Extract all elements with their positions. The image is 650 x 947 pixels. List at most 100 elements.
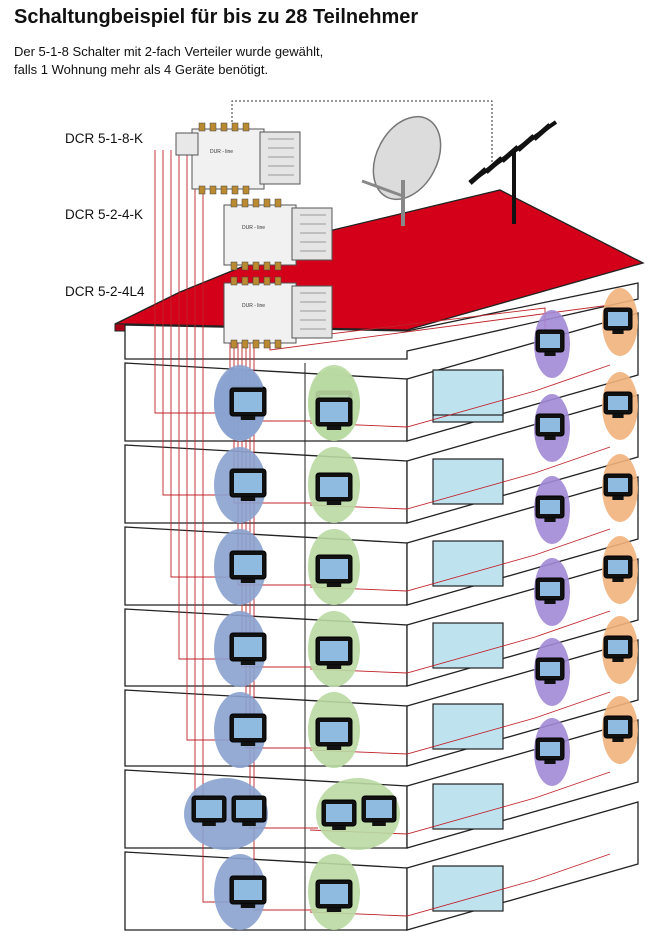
splitter [175, 132, 199, 156]
switch-output-port [242, 185, 250, 195]
switch-label-dcr-524k: DCR 5-2-4-K [65, 207, 144, 222]
tv-stand [326, 908, 342, 912]
tv-orange-2 [603, 391, 633, 418]
roof-edge [114, 323, 126, 332]
tv-stand [612, 578, 624, 582]
tv-stand [544, 352, 556, 356]
switch-input-port [220, 122, 228, 132]
cable-left-1 [154, 150, 230, 414]
tv-left-floor-5 [229, 713, 267, 746]
switch-output-port [209, 185, 217, 195]
tv-purple-6 [535, 737, 565, 764]
switch-input-port [274, 276, 282, 286]
tv-stand [326, 501, 342, 505]
switch-body [223, 282, 297, 344]
switch-output-port [198, 185, 206, 195]
switch-cover [291, 207, 333, 261]
switch-input-port [263, 276, 271, 286]
tv-stand [612, 738, 624, 742]
switch-input-port [230, 198, 238, 208]
tv-left-b-floor-6 [231, 795, 267, 826]
tv-stand [240, 742, 256, 746]
tv-stand [240, 416, 256, 420]
switch-output-port [252, 339, 260, 349]
tv-screen [320, 559, 348, 579]
switch-output-port [274, 339, 282, 349]
tv-stand [240, 904, 256, 908]
tv-center-floor-4 [315, 636, 353, 669]
tv-stand [242, 822, 256, 826]
tv-screen [234, 637, 262, 657]
tv-center-floor-3 [315, 554, 353, 587]
switch-output-port [263, 339, 271, 349]
switch-input-port [274, 198, 282, 208]
window-top [432, 369, 504, 416]
tv-stand [544, 680, 556, 684]
cable-side-3 [309, 528, 611, 592]
tv-screen [540, 582, 560, 596]
switch-output-port [231, 185, 239, 195]
tv-screen [540, 334, 560, 348]
tv-stand [612, 414, 624, 418]
switch-input-port [263, 198, 271, 208]
tv-purple-1 [535, 329, 565, 356]
switch-input-port [230, 276, 238, 286]
switch-output-port [252, 261, 260, 271]
tv-orange-3 [603, 473, 633, 500]
tv-screen [320, 402, 348, 422]
satellite-dish [372, 115, 442, 201]
tv-screen [608, 640, 628, 654]
tv-orange-4 [603, 555, 633, 582]
tv-left-a-floor-6 [191, 795, 227, 826]
tv-stand [544, 760, 556, 764]
tv-screen [236, 800, 262, 818]
antenna-element-5 [532, 123, 552, 141]
tv-left-floor-3 [229, 550, 267, 583]
tv-screen [320, 477, 348, 497]
tv-screen [234, 880, 262, 900]
window-2 [432, 458, 504, 505]
switch-input-port [252, 198, 260, 208]
tv-orange-5 [603, 635, 633, 662]
description-line-2: falls 1 Wohnung mehr als 4 Geräte benöti… [14, 62, 269, 77]
switch-output-port [263, 261, 271, 271]
switch-dcr-524l4: DUR - line [223, 276, 333, 349]
tv-purple-2 [535, 413, 565, 440]
tv-stand [240, 661, 256, 665]
tv-screen [234, 555, 262, 575]
cable-left-3 [170, 150, 230, 578]
window-7 [432, 865, 504, 912]
tv-screen [196, 800, 222, 818]
tv-screen [608, 478, 628, 492]
antenna-element-3 [500, 145, 520, 163]
switch-dcr-524k: DUR - line [223, 198, 333, 271]
tv-center-floor-2 [315, 472, 353, 505]
switch-cover [259, 131, 301, 185]
switch-input-port [209, 122, 217, 132]
switch-input-port [231, 122, 239, 132]
brand-text: DUR - line [242, 225, 265, 231]
switch-body [191, 128, 265, 190]
tv-screen [366, 800, 392, 818]
brand-text: DUR - line [210, 149, 233, 155]
tv-purple-3 [535, 495, 565, 522]
tv-purple-4 [535, 577, 565, 604]
tv-screen [320, 884, 348, 904]
switch-input-port [241, 198, 249, 208]
switch-cover [291, 285, 333, 339]
page-title: Schaltungbeispiel für bis zu 28 Teilnehm… [14, 6, 419, 28]
tv-left-floor-4 [229, 632, 267, 665]
tv-purple-5 [535, 657, 565, 684]
switch-output-port [241, 339, 249, 349]
cable-left-2 [162, 150, 230, 496]
tv-stand [544, 518, 556, 522]
tv-center-floor-7 [315, 879, 353, 912]
tv-screen [608, 312, 628, 326]
tv-screen [234, 392, 262, 412]
cable-side-4 [309, 610, 611, 674]
switch-label-dcr-518k: DCR 5-1-8-K [65, 131, 144, 146]
switch-input-port [252, 276, 260, 286]
tv-stand [612, 496, 624, 500]
tv-stand [240, 579, 256, 583]
